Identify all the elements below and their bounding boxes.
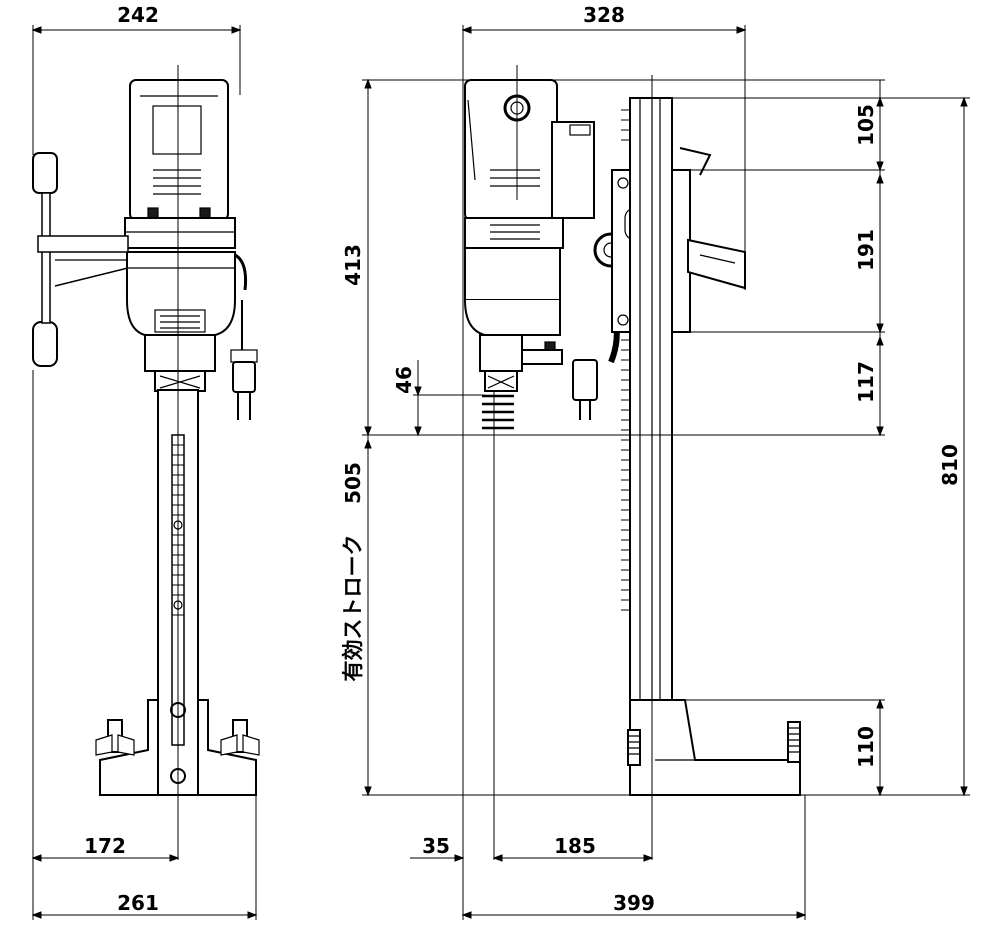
- dim-nozzle-height: 46: [392, 366, 416, 394]
- dim-column-top: 105: [854, 104, 878, 146]
- dim-side-offset: 35: [422, 834, 450, 858]
- dim-carriage: 191: [854, 229, 878, 271]
- dim-front-base-width: 261: [117, 891, 159, 915]
- side-motor-housing: [464, 79, 558, 221]
- dim-front-width-top: 242: [117, 3, 159, 27]
- front-power-plug: [230, 300, 258, 420]
- dim-side-center-to-column: 185: [554, 834, 596, 858]
- dim-total-height: 810: [938, 444, 962, 486]
- dim-stroke: 505: [341, 462, 365, 504]
- dim-below-carriage: 117: [854, 361, 878, 403]
- dim-motor-height: 413: [341, 244, 365, 286]
- front-handle: [32, 152, 129, 367]
- dim-base-height: 110: [854, 726, 878, 768]
- front-base: [99, 699, 159, 796]
- dim-front-center-to-edge: 172: [84, 834, 126, 858]
- side-dimensions: [362, 25, 970, 920]
- side-view: [464, 65, 801, 860]
- side-column: [629, 97, 673, 796]
- front-wing-bolt-left: [95, 719, 135, 756]
- side-gearbox: [464, 247, 561, 301]
- front-dimensions: [31, 25, 258, 920]
- dim-side-width-top: 328: [583, 3, 625, 27]
- front-view: [32, 65, 260, 860]
- side-control-box: [551, 121, 595, 219]
- front-wing-bolt-right: [220, 719, 260, 756]
- side-rack: [621, 109, 630, 611]
- dim-side-base-width: 399: [613, 891, 655, 915]
- side-base: [629, 699, 801, 796]
- side-power-plug: [572, 359, 598, 420]
- label-effective-stroke: 有効ストローク: [341, 535, 365, 682]
- front-collar: [124, 217, 236, 249]
